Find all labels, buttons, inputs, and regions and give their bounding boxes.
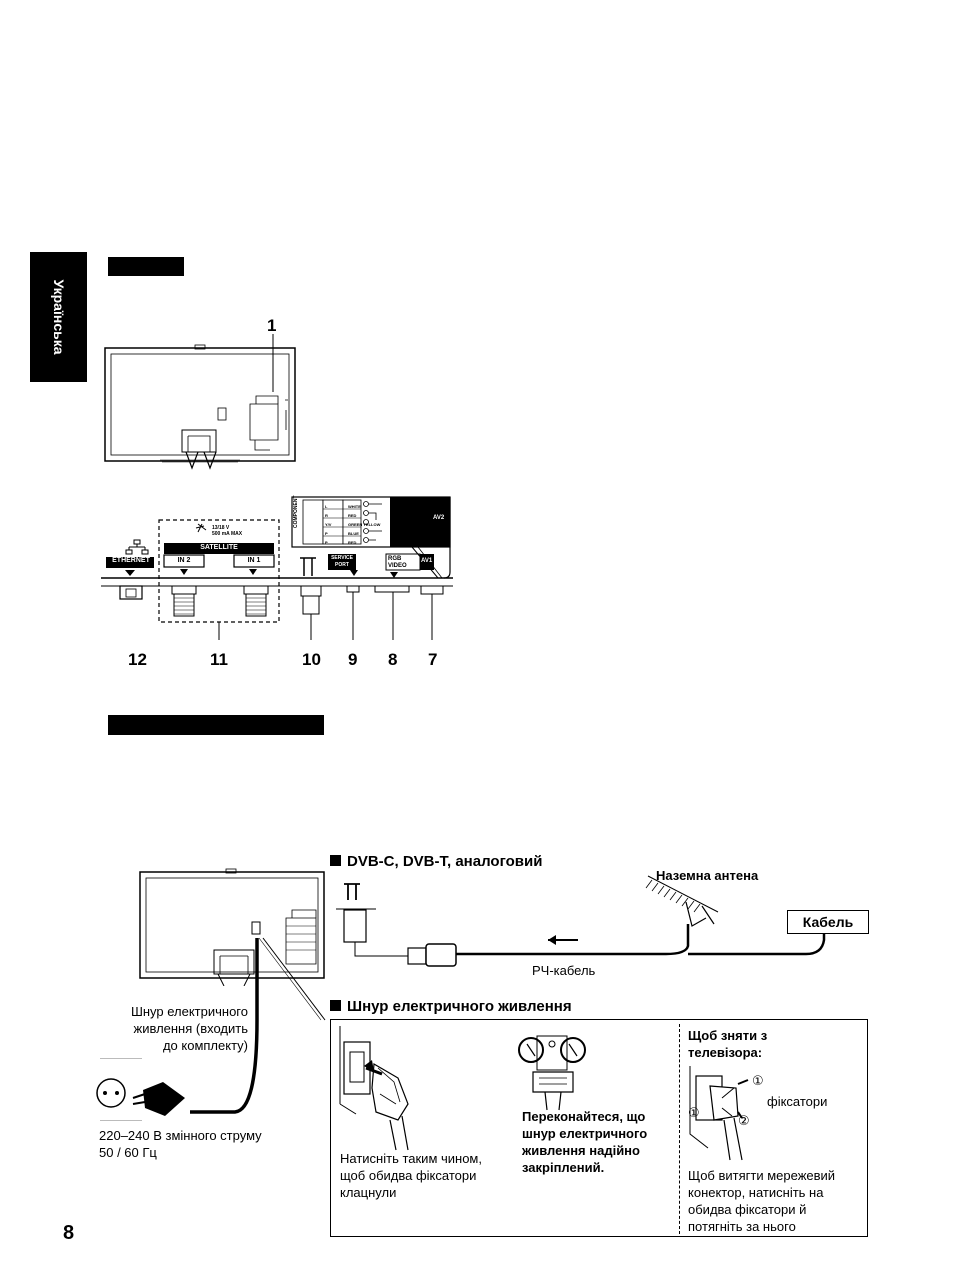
page-number: 8 <box>63 1222 75 1244</box>
plug-remove-illustration <box>689 1066 749 1161</box>
cable-label-box: Кабель <box>787 910 869 934</box>
rf-cable-label: РЧ-кабель <box>532 963 596 978</box>
ethernet-label: ETHERNET <box>112 557 150 564</box>
terminal-number-12: 12 <box>128 650 147 669</box>
power-cord-illustration <box>96 937 326 1116</box>
divider-small-2 <box>100 1120 142 1121</box>
antenna-terminal <box>300 585 322 640</box>
wall-socket-icon <box>96 1078 126 1108</box>
lnb-power-label: 13/18 V 500 mA MAX <box>212 525 243 537</box>
language-tab: Українська <box>30 252 87 382</box>
terminal-number-1: 1 <box>267 316 277 335</box>
terminal-number-8: 8 <box>388 650 398 669</box>
terminal-panel-illustration <box>101 496 453 640</box>
terminal-number-11: 11 <box>210 650 228 669</box>
terminal-number-10: 10 <box>302 650 321 669</box>
satellite-warning-icon <box>195 523 207 533</box>
component-label: COMPONENT <box>293 495 299 529</box>
antenna-icon <box>300 557 316 576</box>
av2-label: AV2 <box>433 515 445 521</box>
mains-caption: 220–240 В змінного струму 50 / 60 Гц <box>99 1128 262 1160</box>
divider-small <box>100 1058 142 1059</box>
circle-1-left: ① <box>688 1105 700 1120</box>
remove-title: Щоб зняти з телевізора: <box>688 1028 768 1060</box>
satellite-in2-label: IN 2 <box>177 557 191 564</box>
power-box-divider <box>679 1024 680 1234</box>
rf-cable-illustration <box>336 875 826 967</box>
component-channel-labels: L R Y/V P P <box>325 504 332 545</box>
latches-label: фіксатори <box>767 1094 828 1109</box>
mains-plug-icon <box>143 1082 185 1116</box>
service-port-label: SERVICE PORT <box>331 555 353 568</box>
leader-line-1 <box>272 334 274 392</box>
ethernet-port <box>106 539 154 600</box>
terminal-number-9: 9 <box>348 650 358 669</box>
section-heading-bar-terminals <box>108 257 184 276</box>
section-dvb-heading: DVB-C, DVB-T, аналоговий <box>330 853 542 870</box>
terminal-number-7: 7 <box>428 650 438 669</box>
antenna-symbol-icon <box>344 883 360 900</box>
av1-sub-labels: RGB VIDEO <box>388 556 407 569</box>
tv-rear-illustration-top <box>104 344 296 470</box>
plug-check-illustration <box>518 1035 586 1111</box>
circle-2: ② <box>738 1113 750 1128</box>
antenna-label: Наземна антена <box>656 868 759 883</box>
press-instruction: Натисніть таким чином, щоб обидва фіксат… <box>340 1151 482 1200</box>
section-power-heading: Шнур електричного живлення <box>330 998 572 1015</box>
tv-rear-illustration-connection <box>139 868 325 986</box>
satellite-in1-label: IN 1 <box>247 557 261 564</box>
plug-insert-illustration <box>339 1026 409 1151</box>
ensure-instruction: Переконайтеся, що шнур електричного живл… <box>522 1109 648 1175</box>
remove-instruction: Щоб витягти мережевий конектор, натисніт… <box>688 1168 836 1234</box>
circle-1-top: ① <box>752 1073 764 1088</box>
power-cord-caption: Шнур електричного живлення (входить до к… <box>130 1004 248 1053</box>
section-heading-bar-connection <box>108 715 324 735</box>
satellite-in1-connector <box>243 585 269 617</box>
satellite-label: SATELLITE <box>200 544 238 551</box>
component-color-labels: WHITE RED GREEN YELLOW BLUE RED <box>348 504 381 545</box>
satellite-in2-connector <box>171 585 197 617</box>
power-instructions-box <box>330 1019 868 1237</box>
av1-label: AV1 <box>421 558 433 564</box>
language-label: Українська <box>50 279 67 355</box>
